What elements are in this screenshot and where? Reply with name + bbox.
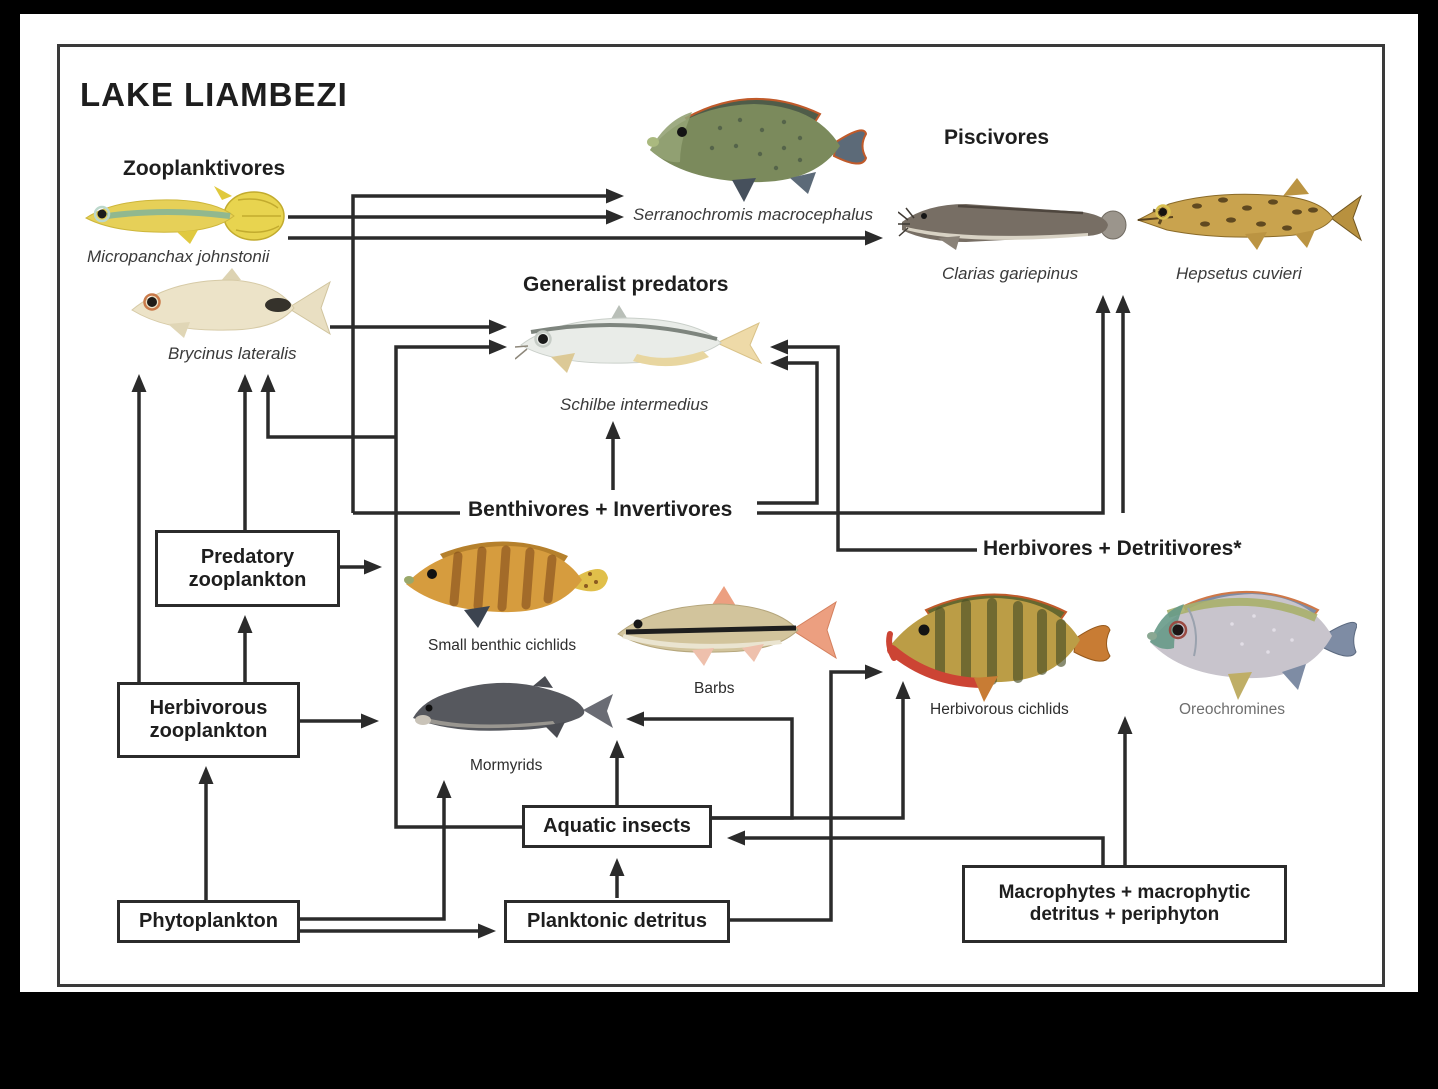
hepsetus-illustration: [1135, 172, 1363, 267]
arrow-aquatic-insects-herb-cichlids: [712, 681, 911, 820]
mormyrid-illustration: [405, 668, 613, 753]
label-brycinus: Brycinus lateralis: [168, 344, 297, 363]
arrow-aquatic-insects-schilbe: [394, 339, 522, 829]
arrow-aquatic-insects-mormyrids: [626, 711, 794, 820]
label-small-benthic-cichlids: Small benthic cichlids: [428, 637, 577, 654]
oreochromine-illustration: [1142, 568, 1358, 707]
arrow-aquatic-insects-zooplanktivores: [260, 374, 396, 439]
heading-benthivores-invertivores: Benthivores + Invertivores: [468, 498, 733, 521]
label-schilbe: Schilbe intermedius: [560, 395, 709, 414]
box-macrophytes: Macrophytes + macrophytic detritus + per…: [962, 865, 1287, 943]
label-serranochromis: Serranochromis macrocephalus: [633, 205, 873, 224]
heading-herbivores-detritivores: Herbivores + Detritivores*: [983, 537, 1242, 560]
clarias-illustration: [897, 194, 1128, 261]
arrow-benthivores-schilbe-tail: [757, 355, 819, 505]
barbs-illustration: [612, 582, 840, 683]
label-mormyrids: Mormyrids: [470, 757, 543, 774]
herbivorous-cichlid-illustration: [882, 572, 1112, 709]
arrow-benthivores-clarias: [757, 295, 1111, 515]
micropanchax-illustration: [82, 186, 287, 251]
serranochromis-illustration: [640, 78, 868, 209]
brycinus-illustration: [128, 268, 333, 351]
label-hepsetus: Hepsetus cuvieri: [1176, 264, 1302, 283]
heading-piscivores: Piscivores: [944, 126, 1050, 149]
box-aquatic-insects: Aquatic insects: [522, 805, 712, 848]
arrow-detritus-herb-cichlids: [730, 664, 883, 922]
arrow-phytoplankton-mormyrids: [300, 780, 452, 921]
label-herbivorous-cichlids: Herbivorous cichlids: [930, 701, 1069, 718]
heading-zooplanktivores: Zooplanktivores: [123, 157, 286, 180]
figure-title: LAKE LIAMBEZI: [80, 76, 348, 113]
label-clarias: Clarias gariepinus: [942, 264, 1079, 283]
box-phytoplankton: Phytoplankton: [117, 900, 300, 943]
schilbe-illustration: [514, 299, 767, 396]
arrow-macrophytes-aquatic-insects: [727, 830, 1105, 865]
box-predatory-zooplankton: Predatory zooplankton: [155, 530, 340, 607]
heading-generalist-predators: Generalist predators: [523, 273, 729, 296]
figure-border: [57, 44, 1385, 987]
box-planktonic-detritus: Planktonic detritus: [504, 900, 730, 943]
label-oreochromines: Oreochromines: [1179, 701, 1285, 718]
small-benthic-cichlid-illustration: [398, 528, 612, 635]
label-micropanchax: Micropanchax johnstonii: [87, 247, 270, 266]
box-herbivorous-zooplankton: Herbivorous zooplankton: [117, 682, 300, 758]
arrow-herbivores-schilbe-tail: [770, 339, 977, 552]
arrow-benthivores-serranochromis: [351, 188, 624, 513]
label-barbs: Barbs: [694, 680, 735, 697]
